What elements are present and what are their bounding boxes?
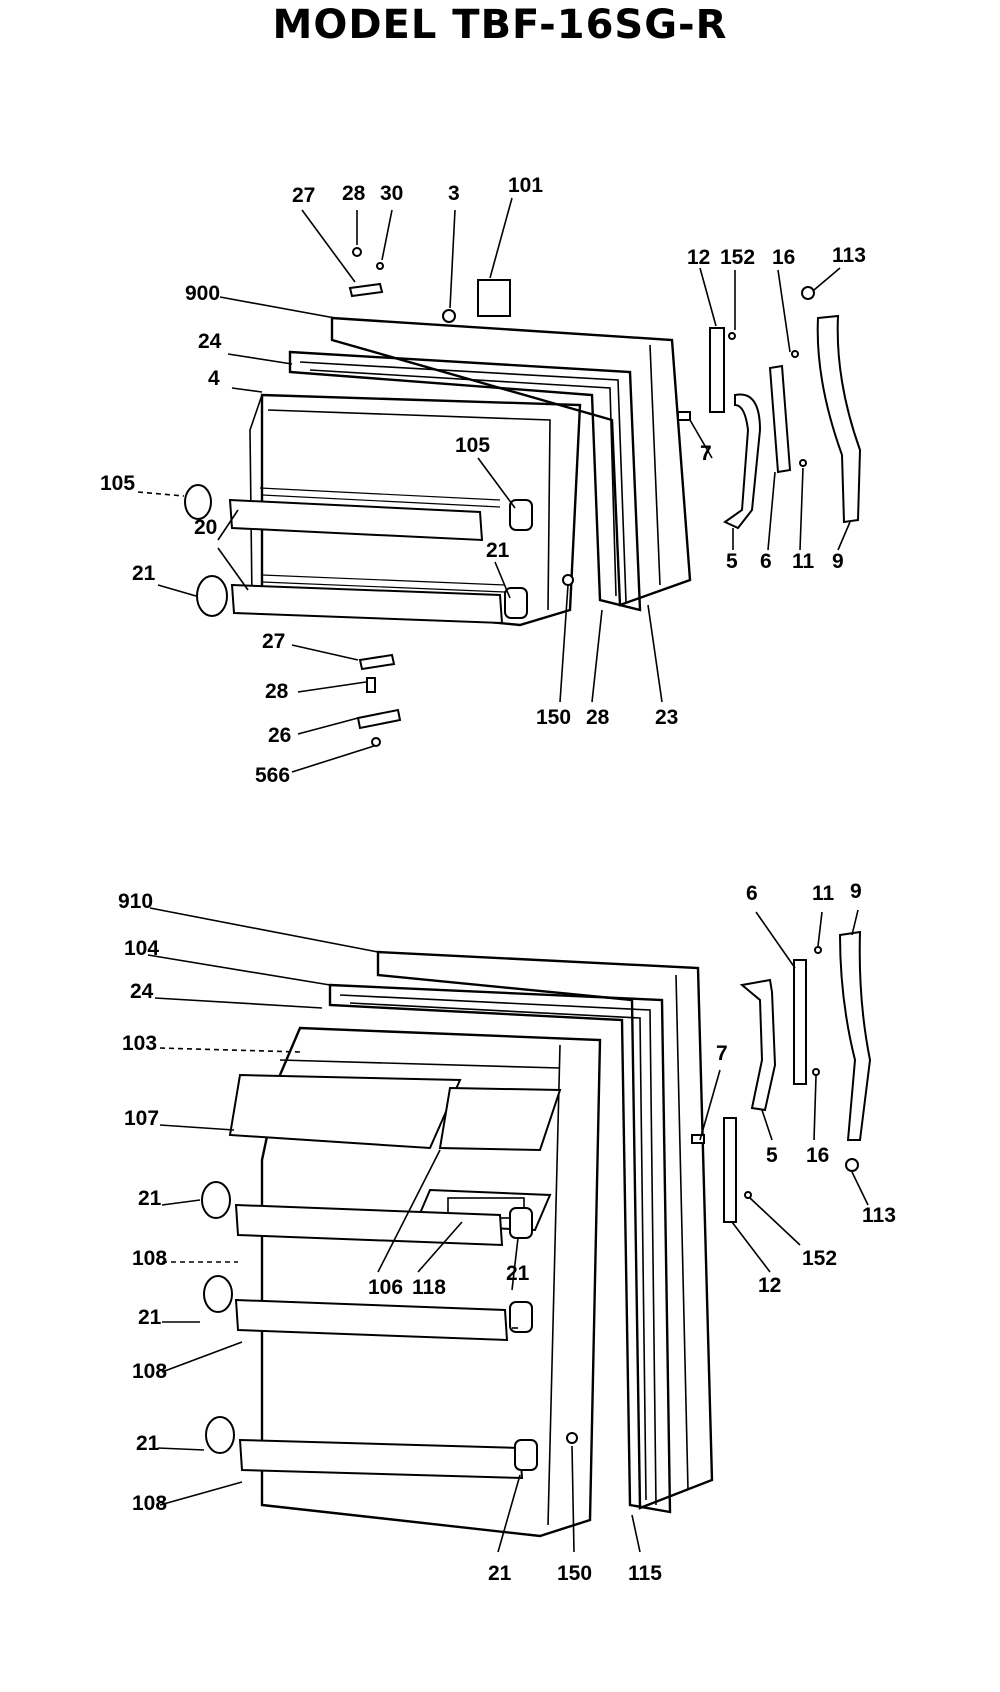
callout-21-c: 21 [138,1306,162,1329]
callout-150-freezer: 150 [536,706,571,729]
callout-105-left: 105 [100,472,135,495]
callout-11-freezer: 11 [792,550,815,573]
callout-910: 910 [118,890,153,913]
callout-12-freezer: 12 [687,246,710,269]
callout-900: 900 [185,282,220,305]
callout-103: 103 [122,1032,157,1055]
callout-9-fresh: 9 [850,880,862,903]
callout-105-inner: 105 [455,434,490,457]
callout-12-fresh: 12 [758,1274,781,1297]
callout-21-d: 21 [136,1432,160,1455]
callout-21-b: 21 [506,1262,530,1285]
callout-104: 104 [124,937,159,960]
callout-27-top: 27 [292,184,315,207]
diagram-title: MODEL TBF-16SG-R [272,2,728,48]
callout-113-fresh: 113 [862,1204,896,1227]
callout-107: 107 [124,1107,159,1130]
callout-115: 115 [628,1562,662,1585]
callout-28-gasket: 28 [586,706,610,729]
callout-108-a: 108 [132,1247,167,1270]
callout-28-bottom: 28 [265,680,289,703]
callout-6-fresh: 6 [746,882,758,905]
callout-9-freezer: 9 [832,550,844,573]
callout-4: 4 [208,367,220,390]
callout-11-fresh: 11 [812,882,835,905]
callout-16-freezer: 16 [772,246,795,269]
freezer-door-assembly: 27 28 30 3 101 12 152 16 113 900 24 4 7 … [100,174,866,787]
callout-5-fresh: 5 [766,1144,778,1167]
callout-101: 101 [508,174,543,197]
callout-108-b: 108 [132,1360,167,1383]
callout-30: 30 [380,182,403,205]
callout-113-freezer: 113 [832,244,866,267]
callout-6-freezer: 6 [760,550,772,573]
callout-21-e: 21 [488,1562,512,1585]
callout-108-c: 108 [132,1492,167,1515]
callout-21-left-freezer: 21 [132,562,156,585]
callout-5-freezer: 5 [726,550,738,573]
callout-28-top: 28 [342,182,366,205]
callout-118: 118 [412,1276,446,1299]
callout-26: 26 [268,724,291,747]
callout-152-fresh: 152 [802,1247,837,1270]
callout-21-a: 21 [138,1187,162,1210]
callout-24-freezer: 24 [198,330,222,353]
callout-16-fresh: 16 [806,1144,829,1167]
fresh-food-door-assembly: 910 104 24 103 107 21 108 106 118 21 21 … [118,880,896,1585]
callout-3: 3 [448,182,460,205]
callout-152-freezer: 152 [720,246,755,269]
callout-566: 566 [255,764,290,787]
callout-23: 23 [655,706,678,729]
callout-24-fresh: 24 [130,980,154,1003]
callout-21-inner-freezer: 21 [486,539,510,562]
callout-20: 20 [194,516,217,539]
callout-106: 106 [368,1276,403,1299]
callout-7-fresh: 7 [716,1042,728,1065]
callout-150-fresh: 150 [557,1562,592,1585]
callout-7-freezer: 7 [700,442,712,465]
callout-27-bottom: 27 [262,630,285,653]
